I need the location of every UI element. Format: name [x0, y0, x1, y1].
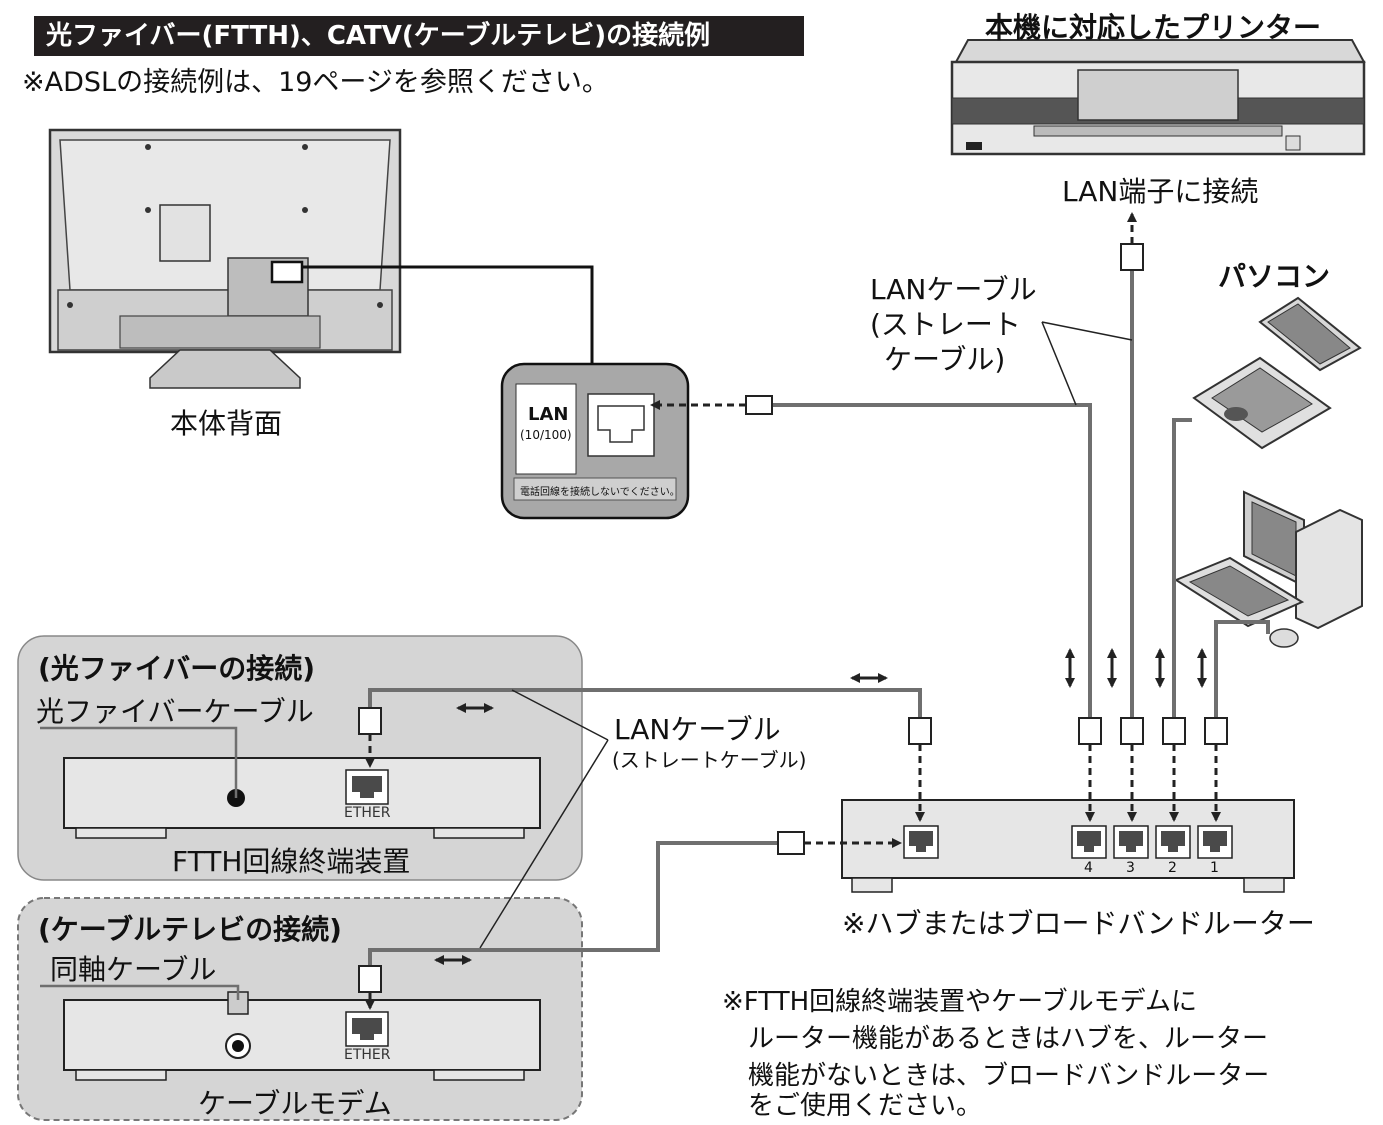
ftth-device-body	[63, 757, 541, 839]
page-subtitle: ※ADSLの接続例は、19ページを参照ください。	[22, 67, 609, 98]
lan-cable-mid-label-1: LANケーブル	[614, 713, 781, 746]
lan-cable-top-label-2: (ストレート	[870, 308, 1021, 341]
printer-label: 本機に対応したプリンター	[985, 11, 1322, 44]
fiber-cable-label: 光ファイバーケーブル	[36, 695, 314, 728]
lan-cable-mid-label-2: (ストレートケーブル)	[612, 748, 807, 772]
tv-back-illustration	[48, 128, 402, 389]
lan-warning-label: 電話回線を接続しないでください。	[520, 487, 680, 498]
lan-cable-top-label-3: ケーブル)	[884, 343, 1006, 376]
desktop-pc-illustration	[1173, 490, 1363, 648]
printer-illustration	[950, 39, 1366, 156]
laptop-illustration	[1192, 296, 1362, 450]
hub-port-2-label: 2	[1168, 860, 1177, 876]
note-line-3: 機能がないときは、ブロードバンドルーター	[748, 1061, 1270, 1091]
pc-label: パソコン	[1218, 260, 1331, 293]
lan-port-label: LAN	[528, 404, 569, 425]
fiber-section-title: (光ファイバーの接続)	[38, 652, 316, 685]
lan-port-closeup	[500, 362, 690, 520]
printer-port-label: LAN端子に接続	[1062, 175, 1259, 208]
tv-back-label: 本体背面	[170, 407, 283, 440]
catv-section-title: (ケーブルテレビの接続)	[38, 913, 342, 946]
note-line-4: をご使用ください。	[748, 1091, 983, 1121]
hub-port-4-label: 4	[1084, 860, 1093, 876]
lan-speed-label: (10/100)	[520, 428, 572, 442]
hub-port-1-label: 1	[1210, 860, 1219, 876]
ether-label-modem: ETHER	[344, 1047, 391, 1063]
lan-cable-top-label-1: LANケーブル	[870, 273, 1037, 306]
ftth-device-label: FTTH回線終端装置	[172, 845, 411, 878]
note-line-1: ※FTTH回線終端装置やケーブルモデムに	[722, 987, 1198, 1017]
hub-body	[841, 799, 1295, 893]
coax-cable-label: 同軸ケーブル	[50, 953, 217, 986]
page-title: 光ファイバー(FTTH)、CATV(ケーブルテレビ)の接続例	[34, 16, 804, 56]
hub-label: ※ハブまたはブロードバンドルーター	[842, 907, 1315, 940]
cable-modem-body	[63, 991, 541, 1081]
cable-modem-label: ケーブルモデム	[198, 1087, 392, 1120]
ether-label-ftth: ETHER	[344, 805, 391, 821]
note-line-2: ルーター機能があるときはハブを、ルーター	[748, 1024, 1269, 1054]
hub-port-3-label: 3	[1126, 860, 1135, 876]
